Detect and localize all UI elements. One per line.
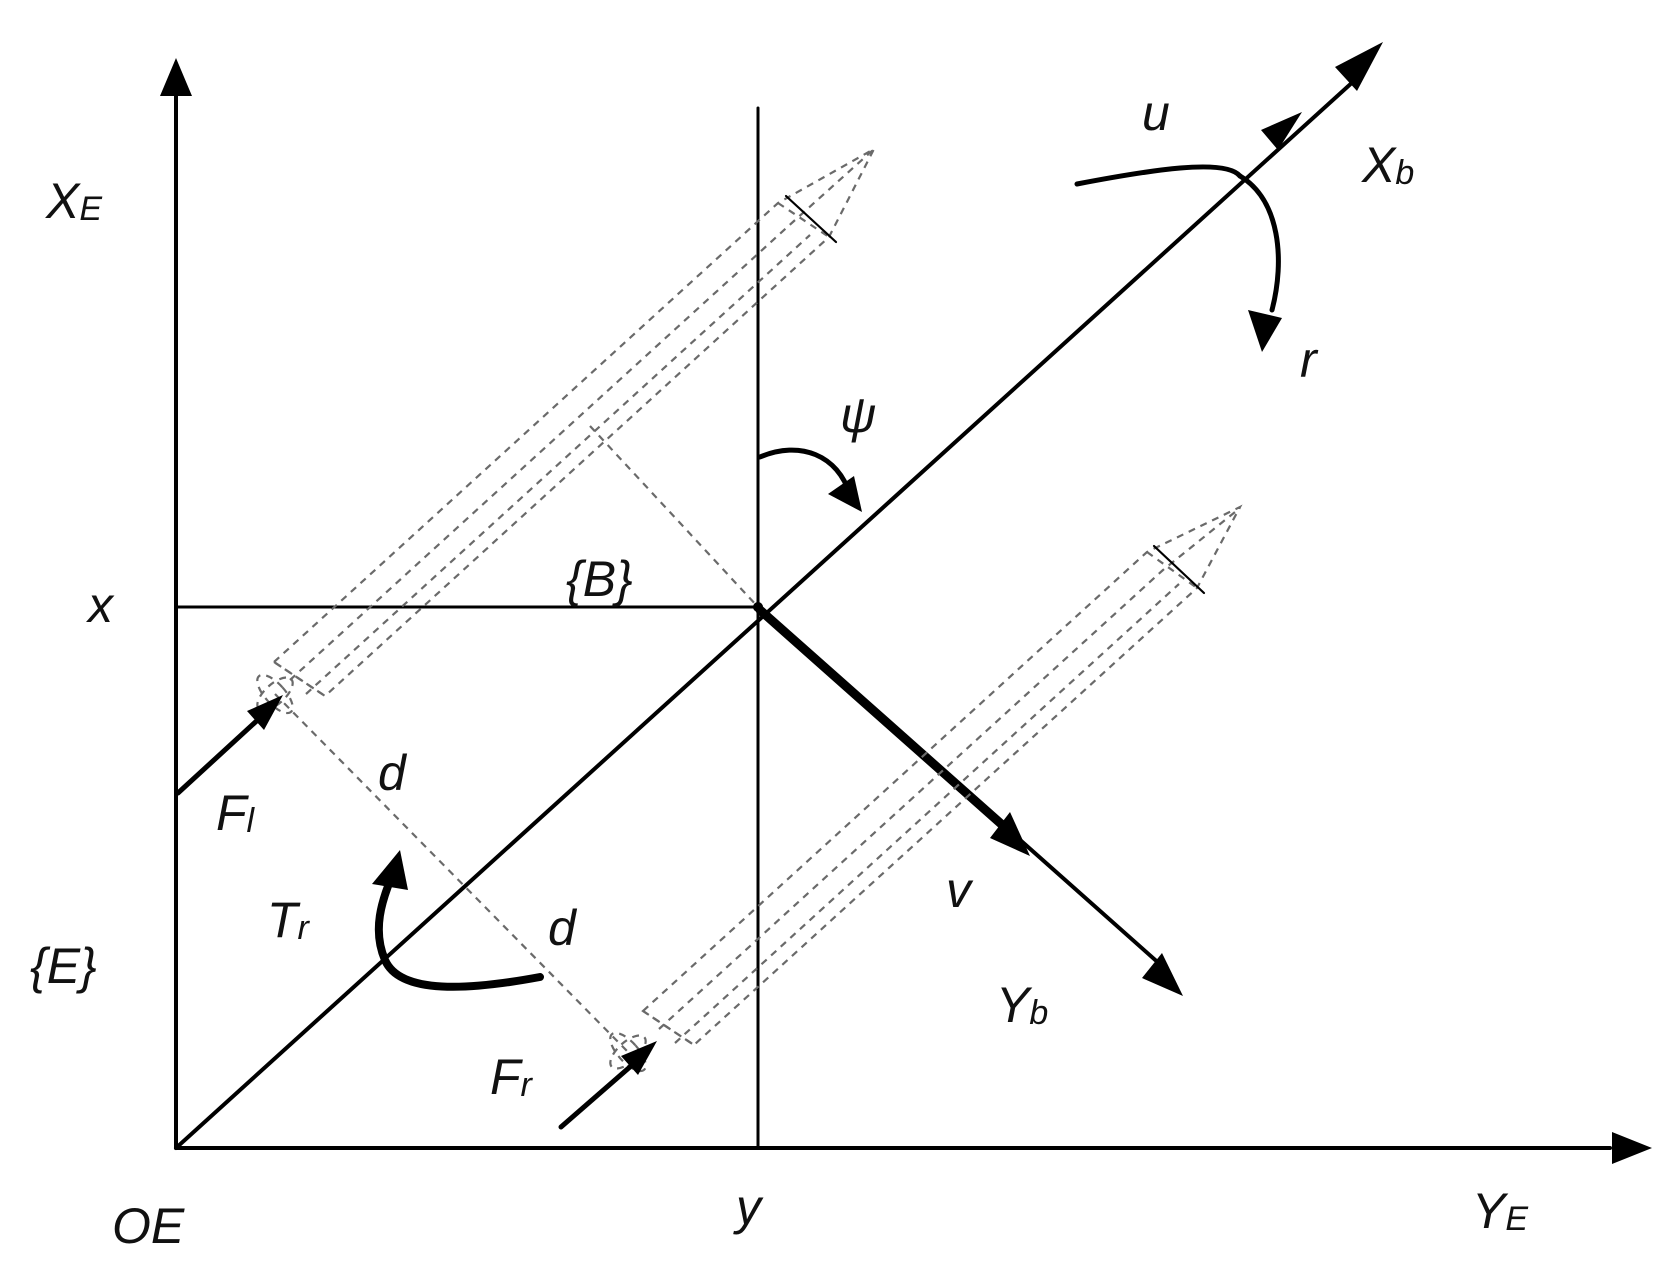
surge-velocity-label: u [1142,85,1170,141]
heading-angle-label: ψ [840,387,876,443]
yaw-torque-arrow [374,872,544,991]
right-hull-outline [641,504,1243,1047]
surge-velocity-curve [1074,164,1243,187]
earth-x-axis-label: XE [45,173,102,229]
yaw-rate-label: r [1300,332,1319,388]
left-propeller [256,673,294,715]
right-propeller [609,1031,647,1073]
body-frame-label: {B} [566,551,633,607]
right-thrust-arrow [558,1057,641,1130]
body-y-axis-arrowhead [1142,953,1183,996]
beam-line [274,693,629,1053]
sway-velocity-arrowhead [990,812,1030,856]
half-beam-upper-label: d [378,745,408,801]
earth-y-axis-arrowhead [1612,1132,1652,1164]
body-x-axis-label: Xb [1361,137,1414,193]
earth-y-axis-label: YE [1472,1183,1528,1239]
left-thrust-label: Fl [216,785,256,841]
yaw-torque-arrowhead [372,850,408,890]
body-y-axis-label: Yb [996,977,1048,1033]
body-x-axis-arrowhead [1335,42,1383,91]
center-of-gravity [753,602,763,612]
left-hull-outline [272,146,877,698]
yaw-rate-arrowhead [1248,310,1282,352]
yaw-torque-label: Tr [267,892,311,948]
position-y-label: y [733,1179,764,1235]
earth-x-axis-arrowhead [160,58,192,96]
surge-velocity-arrowhead [1261,112,1302,150]
right-thrust-label: Fr [490,1049,534,1105]
heading-angle-arrowhead [828,476,862,512]
half-beam-lower-label: d [548,900,578,956]
position-x-label: x [86,577,115,633]
left-thrust-arrowhead [247,695,283,730]
earth-frame-label: {E} [30,938,97,994]
right-thrust-arrowhead [621,1041,657,1075]
yaw-rate-arrow [1237,173,1281,313]
sway-velocity-line [755,605,1013,835]
sway-velocity-label: v [946,862,974,918]
left-thrust-arrow [175,713,265,796]
origin-label: OE [112,1198,185,1254]
beam-line-upper [589,425,759,608]
